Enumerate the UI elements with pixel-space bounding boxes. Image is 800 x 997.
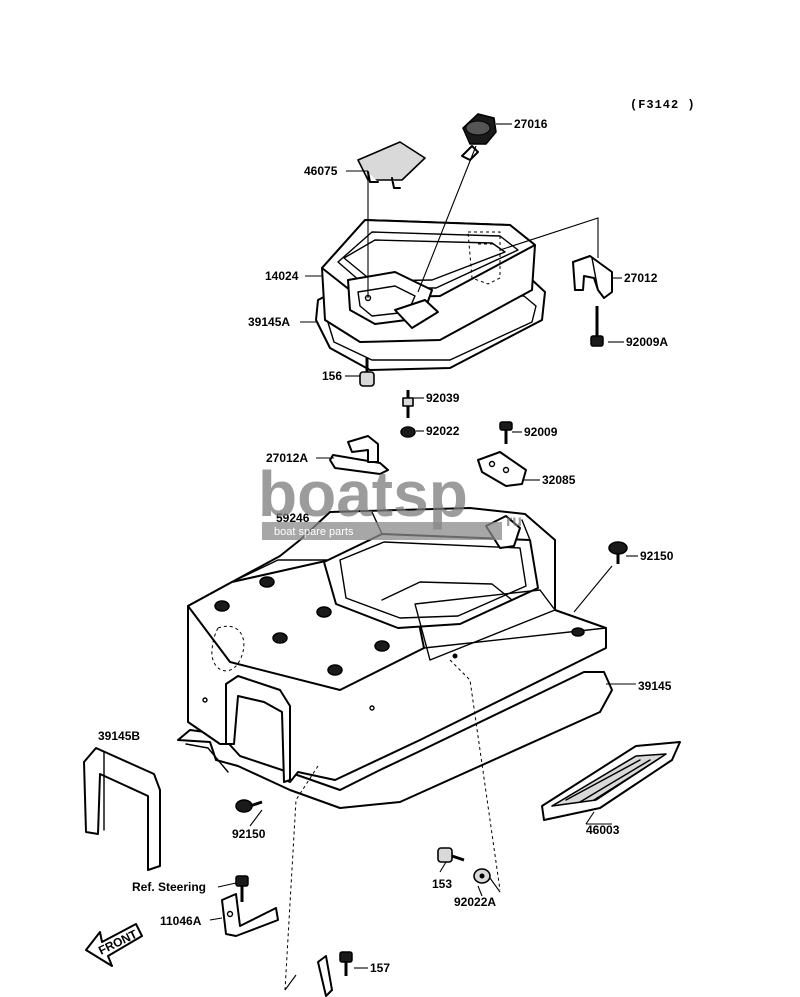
hull-box-59246 [177,507,613,991]
watermark-tagline: boat spare parts [274,526,354,538]
bracket-32085 [477,451,527,487]
bolt-ref-steering [235,875,249,902]
watermark-brand: boatsp [258,458,468,530]
seal-39145B [83,747,161,871]
watermark-suffix: ru [506,513,522,530]
label-32085: 32085 [542,473,576,487]
bolt-157 [339,951,353,976]
label-157: 157 [370,961,390,975]
pin-92039 [402,390,414,418]
label-46075: 46075 [304,164,338,178]
screw-92009A [590,306,604,347]
label-27012A: 27012A [266,451,308,465]
label-92039: 92039 [426,391,460,405]
screw-92009 [499,421,513,444]
leader-lines [209,123,638,991]
label-46003: 46003 [586,823,620,837]
label-11046A: 11046A [160,914,202,928]
mat-46003 [541,741,681,821]
bracket-bottom [317,955,333,997]
lock-27016 [461,113,497,161]
label-92150-right: 92150 [640,549,674,563]
label-92022: 92022 [426,424,460,438]
label-92009: 92009 [524,425,558,439]
bracket-11046A [221,893,279,937]
label-92150-left: 92150 [232,827,266,841]
label-14024: 14024 [265,269,299,283]
label-92022A: 92022A [454,895,496,909]
label-39145A: 39145A [248,315,290,329]
bolt-156 [359,358,375,387]
label-59246: 59246 [276,511,310,525]
washer-92022A [473,868,491,884]
watermark: boatsp ru boat spare parts [258,458,522,540]
label-39145B: 39145B [98,729,140,743]
label-39145: 39145 [638,679,672,693]
bolt-153 [437,847,465,863]
upper-box-14024 [315,219,546,371]
front-arrow-icon: FRONT [85,923,143,967]
label-92009A: 92009A [626,335,668,349]
label-27016: 27016 [514,117,548,131]
figure-reference: (F3142 ) [630,98,696,112]
bracket-27012A [329,435,389,475]
bracket-27012 [572,255,613,299]
label-ref-steering: Ref. Steering [132,880,206,894]
screw-92150-left [235,799,263,813]
cover-46075 [357,141,426,189]
front-label: FRONT [96,927,140,958]
label-156: 156 [322,369,342,383]
screw-92150-right [608,541,628,564]
label-27012: 27012 [624,271,658,285]
washer-92022 [400,426,416,438]
label-153: 153 [432,877,452,891]
